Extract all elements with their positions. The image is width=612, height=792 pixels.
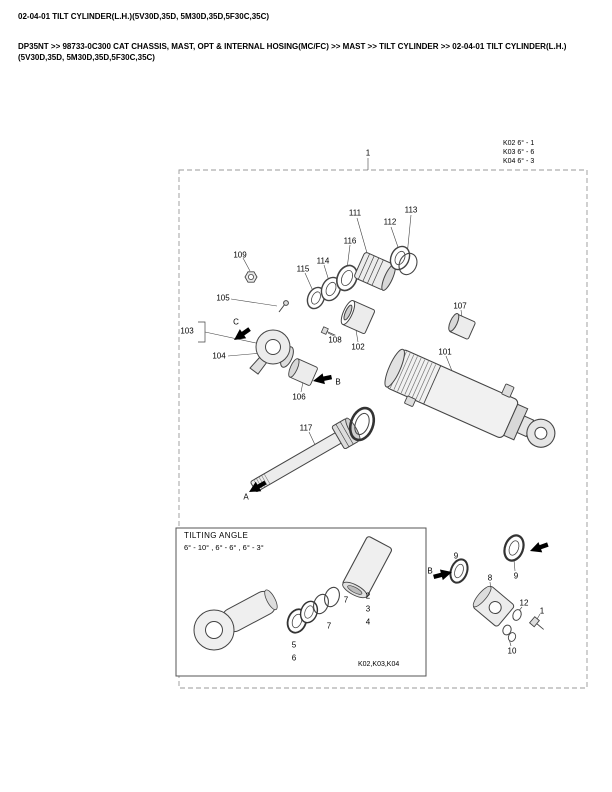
dashed-boundary — [178, 169, 588, 689]
washers-10 — [502, 624, 517, 642]
gland-102 — [340, 300, 376, 335]
part-label-109: 109 — [233, 250, 247, 260]
inset-part-label-4: 4 — [365, 617, 371, 627]
bolt-1 — [528, 616, 544, 630]
part-label-8: 8 — [487, 573, 493, 583]
corner-code-k03: K03 6° - 6 — [503, 149, 535, 156]
part-label-116: 116 — [343, 236, 357, 246]
part-label-12: 12 — [519, 598, 529, 608]
inset-part-label-7a: 7 — [326, 621, 332, 631]
part-label-108: 108 — [328, 335, 342, 345]
inset-title: TILTING ANGLE — [184, 531, 249, 540]
corner-code-k02: K02 6° - 1 — [503, 140, 535, 147]
assembly-label: 1 — [365, 148, 371, 158]
part-label-107: 107 — [453, 301, 467, 311]
eye-bracket-103 — [249, 329, 294, 375]
ring-9b — [503, 534, 525, 562]
corner-codes: K02 6° - 1 K03 6° - 6 K04 6° - 3 — [503, 139, 534, 166]
seal-ring-116 — [336, 264, 358, 292]
arrow-label-b: B — [335, 377, 341, 387]
part-label-9b: 9 — [513, 571, 519, 581]
part-label-105: 105 — [216, 293, 230, 303]
bushing-107 — [448, 313, 476, 340]
part-label-106: 106 — [292, 392, 306, 402]
bushing-106 — [288, 358, 318, 386]
piston-head-111 — [354, 252, 396, 291]
anchor-block-8 — [472, 585, 515, 627]
part-label-114: 114 — [316, 256, 330, 266]
inset-o-ring-7b — [324, 586, 340, 608]
part-label-1: 1 — [539, 606, 545, 616]
breadcrumb: DP35NT >> 98733-0C300 CAT CHASSIS, MAST,… — [18, 42, 567, 62]
inset-part-label-3: 3 — [365, 604, 371, 614]
arrow-label-a: A — [243, 492, 249, 502]
part-label-117: 117 — [299, 423, 313, 433]
seal-ring-114 — [320, 276, 342, 302]
part-label-10: 10 — [507, 646, 517, 656]
part-label-101: 101 — [438, 347, 452, 357]
part-label-103: 103 — [180, 326, 194, 336]
part-label-104: 104 — [212, 351, 226, 361]
inset-part-label-5: 5 — [291, 640, 297, 650]
grease-fitting-105 — [278, 300, 289, 313]
inset-tube-234 — [342, 536, 392, 599]
inset-part-label-7b: 7 — [343, 595, 349, 605]
inset-angles: 6° - 10° , 6° - 6° , 6° - 3° — [184, 543, 264, 552]
seal-ring-112 — [389, 245, 411, 271]
washer-12 — [512, 609, 522, 621]
arrow-label-c: C — [233, 317, 239, 327]
gland-nut-ring — [348, 406, 376, 442]
part-label-112: 112 — [383, 217, 397, 227]
part-label-115: 115 — [296, 264, 310, 274]
inset-part-label-6: 6 — [291, 653, 297, 663]
part-label-111: 111 — [348, 208, 362, 218]
cylinder-body-101 — [384, 348, 556, 448]
part-label-102: 102 — [351, 342, 365, 352]
part-label-113: 113 — [404, 205, 418, 215]
nut-109 — [244, 271, 258, 283]
o-ring-113 — [398, 252, 418, 276]
part-label-9a: 9 — [453, 551, 459, 561]
corner-code-k04: K04 6° - 3 — [503, 158, 535, 165]
bolt-108 — [320, 326, 336, 336]
piston-rod-117 — [250, 417, 361, 492]
ring-9a — [449, 558, 469, 584]
page-title: 02-04-01 TILT CYLINDER(L.H.)(5V30D,35D, … — [18, 12, 270, 21]
seal-ring-115 — [306, 286, 326, 310]
arrow-top-right-icon — [528, 539, 550, 557]
inset-code: K02,K03,K04 — [358, 661, 400, 668]
inset-part-label-2: 2 — [365, 591, 371, 601]
inset-clevis — [193, 589, 278, 651]
arrow-label-b-right: B — [427, 566, 433, 576]
